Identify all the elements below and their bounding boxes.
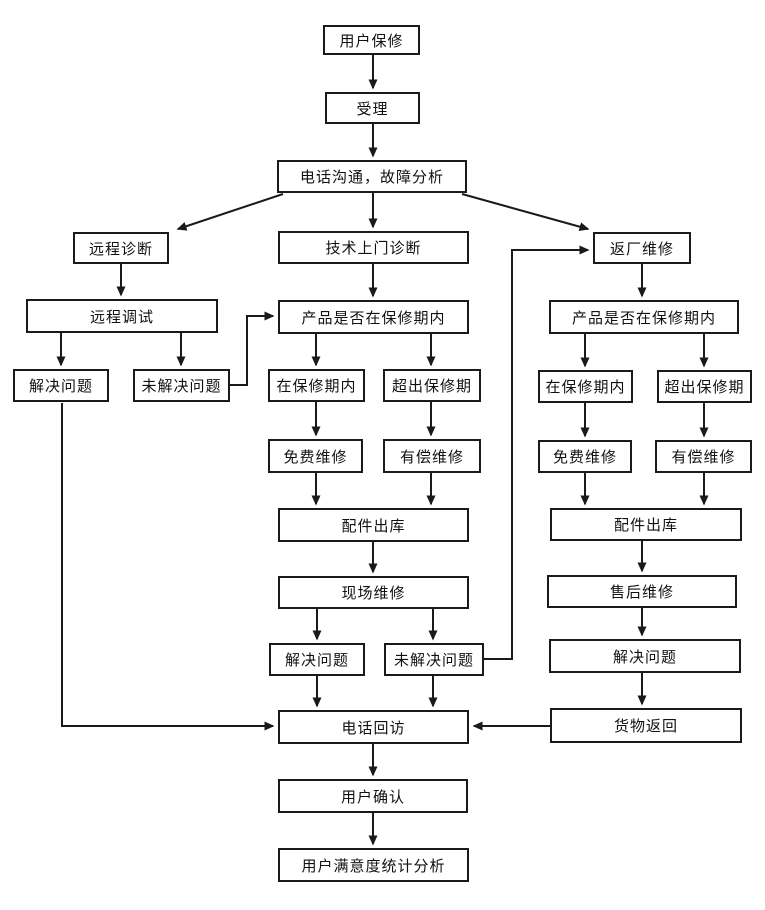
node-free-repair-mid: 免费维修	[268, 439, 363, 473]
node-solved-mid: 解决问题	[269, 643, 365, 676]
node-solved-right: 解决问题	[549, 639, 741, 673]
node-factory-repair: 返厂维修	[593, 232, 691, 264]
connector-unsolved-left-to-warranty-check-mid	[230, 311, 275, 386]
node-out-of-warranty-right: 超出保修期	[657, 370, 752, 403]
arrow-phone-to-factory-repair	[461, 193, 590, 232]
arrow-phone-to-remote-diagnosis	[176, 193, 284, 231]
node-in-warranty-right: 在保修期内	[538, 370, 633, 403]
node-unsolved-left: 未解决问题	[133, 369, 230, 402]
node-phone-fault-analysis: 电话沟通，故障分析	[277, 160, 467, 193]
node-out-of-warranty-mid: 超出保修期	[383, 369, 481, 402]
node-unsolved-mid: 未解决问题	[384, 643, 484, 676]
node-in-warranty-mid: 在保修期内	[268, 369, 365, 402]
node-user-warranty: 用户保修	[323, 25, 420, 55]
node-paid-repair-mid: 有偿维修	[383, 439, 481, 473]
node-parts-outbound-right: 配件出库	[550, 508, 742, 541]
node-acceptance: 受理	[325, 92, 420, 124]
node-free-repair-right: 免费维修	[538, 440, 632, 473]
node-solved-far-left: 解决问题	[13, 369, 109, 402]
node-remote-diagnosis: 远程诊断	[73, 232, 169, 264]
connector-unsolved-mid-to-factory-repair	[484, 245, 590, 660]
node-aftersales-repair: 售后维修	[547, 575, 737, 608]
node-phone-followup: 电话回访	[278, 710, 469, 744]
node-warranty-check-right: 产品是否在保修期内	[549, 300, 739, 334]
connector-solved-far-left-to-phone-followup	[61, 403, 275, 731]
node-warranty-check-mid: 产品是否在保修期内	[278, 300, 469, 334]
node-paid-repair-right: 有偿维修	[655, 440, 752, 473]
node-onsite-repair: 现场维修	[278, 576, 469, 609]
node-satisfaction-analysis: 用户满意度统计分析	[278, 848, 469, 882]
node-onsite-diagnosis: 技术上门诊断	[278, 231, 469, 264]
node-remote-debugging: 远程调试	[26, 299, 218, 333]
node-parts-outbound-mid: 配件出库	[278, 508, 469, 542]
node-user-confirmation: 用户确认	[278, 779, 468, 813]
node-goods-return: 货物返回	[550, 708, 742, 743]
